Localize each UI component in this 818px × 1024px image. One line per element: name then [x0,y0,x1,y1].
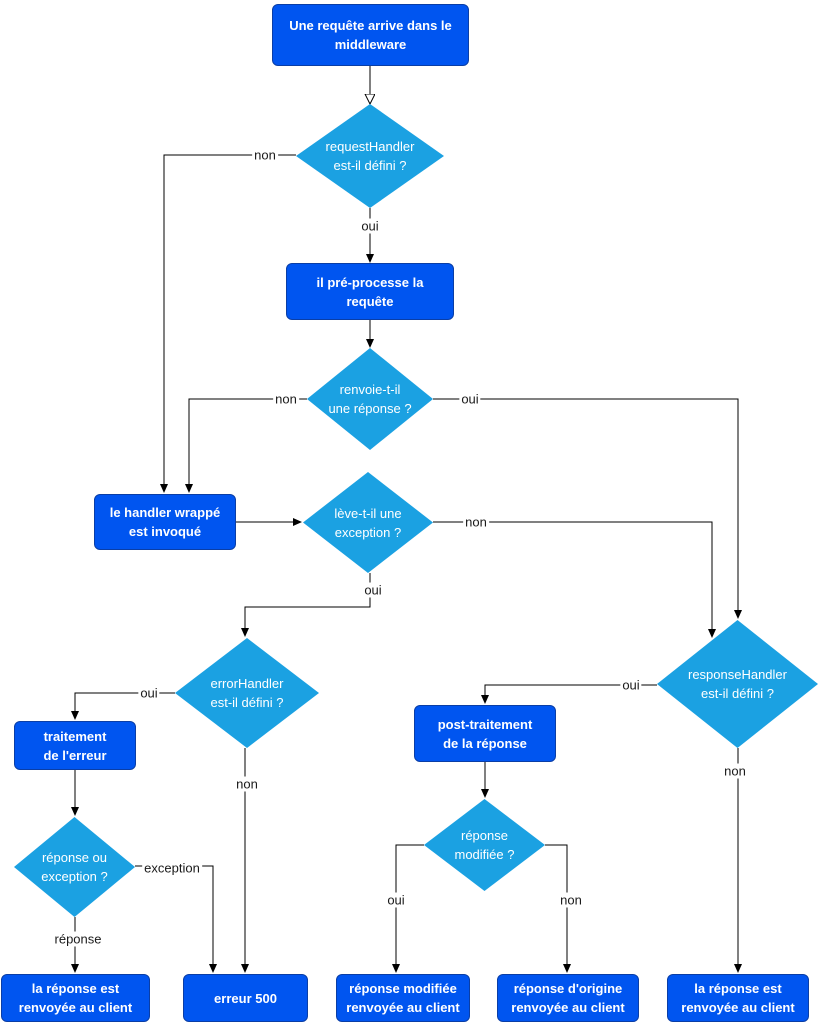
edge-exception-to-500 [135,865,217,973]
label-throws-non: non [463,514,489,530]
throws-decision-text: lève-t-il une exception ? [334,505,402,540]
response-or-exception-decision-text: réponse ou exception ? [41,850,108,884]
edge-returns-non [185,398,307,493]
start-node: Une requête arrive dans le middleware [272,4,469,66]
original-response-sent-node: réponse d'origine renvoyée au client [497,974,639,1022]
throws-decision: lève-t-il une exception ? [303,472,433,573]
edge-response-handler-oui [481,684,657,704]
label-error-handler-non: non [234,776,260,792]
response-handler-decision-text: responseHandler est-il défini ? [687,667,787,701]
label-request-handler-oui: oui [359,218,381,234]
label-returns-oui: oui [459,391,481,407]
preprocess-node: il pré-processe la requête [286,263,454,320]
post-processing-node: post-traitement de la réponse [414,705,556,762]
wrapped-handler-node: le handler wrappé est invoqué [94,494,236,550]
error-processing-node: traitement de l'erreur [14,721,136,770]
modified-response-sent-node: réponse modifiée renvoyée au client [336,974,470,1022]
error-handler-decision: errorHandler est-il défini ? [175,638,319,748]
label-request-handler-non: non [252,147,278,163]
label-response-handler-non: non [722,763,748,779]
label-throws-oui: oui [362,582,384,598]
label-error-handler-oui: oui [138,685,160,701]
label-returns-non: non [273,391,299,407]
edge-request-handler-non [160,154,296,493]
response-or-exception-decision: réponse ou exception ? [14,817,135,917]
label-exception-branch: exception [142,860,202,876]
label-modified-oui: oui [385,892,407,908]
response-modified-decision-text: réponse modifiée ? [454,828,515,862]
response-sent-right-node: la réponse est renvoyée au client [667,974,809,1022]
error-500-node: erreur 500 [183,974,308,1022]
request-handler-decision-text: requestHandler est-il défini ? [325,139,415,173]
returns-response-decision: renvoie-t-il une réponse ? [307,348,433,450]
error-handler-decision-text: errorHandler est-il défini ? [210,676,284,710]
label-reponse-branch: réponse [52,931,104,947]
response-sent-left-node: la réponse est renvoyée au client [1,974,150,1022]
edge-returns-oui [433,398,742,619]
edge-throws-oui [241,573,371,637]
edge-modified-oui [392,844,424,973]
label-response-handler-oui: oui [620,677,642,693]
returns-response-decision-text: renvoie-t-il une réponse ? [328,382,412,416]
edge-throws-non [433,521,716,638]
edge-error-handler-oui [71,692,175,720]
label-modified-non: non [558,892,584,908]
edge-modified-non [545,844,571,973]
response-handler-decision: responseHandler est-il défini ? [657,620,818,748]
request-handler-decision: requestHandler est-il défini ? [296,104,444,208]
response-modified-decision: réponse modifiée ? [424,799,545,891]
